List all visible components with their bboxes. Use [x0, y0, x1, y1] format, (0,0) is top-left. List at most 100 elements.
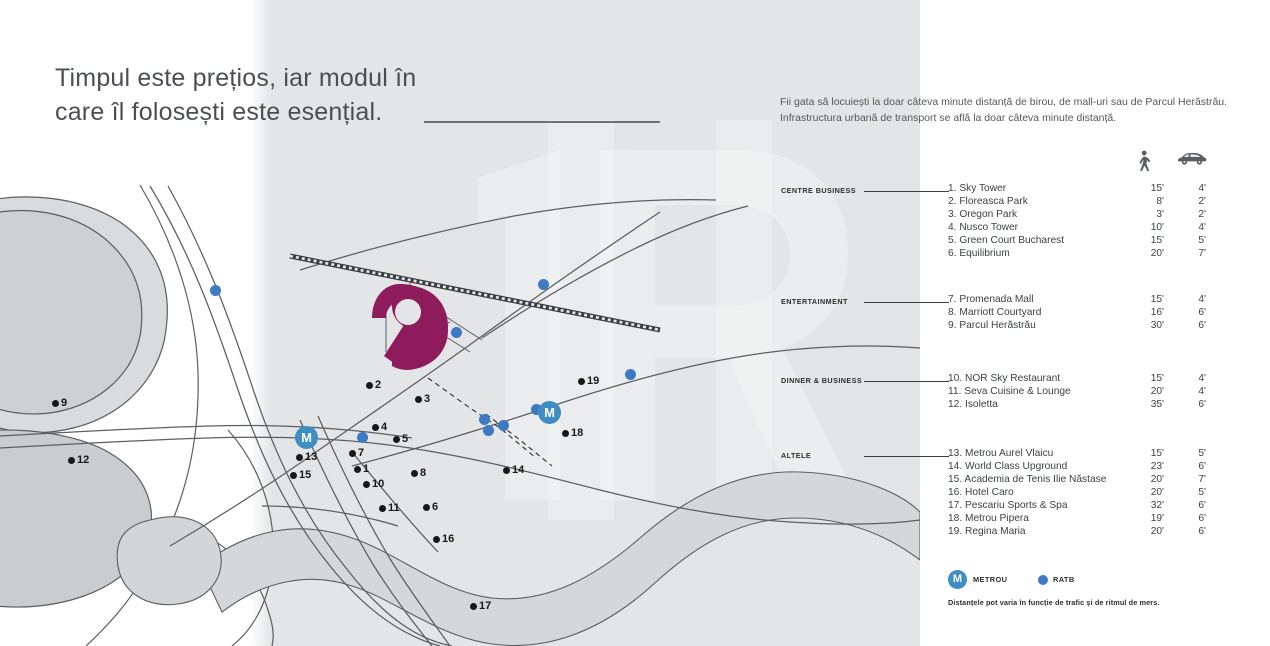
poi-walk-time: 20'	[1150, 248, 1164, 259]
poi-name: 2. Floreasca Park	[948, 196, 1028, 207]
poi-marker-dot	[423, 504, 430, 511]
poi-car-time: 6'	[1198, 461, 1206, 472]
poi-walk-time: 15'	[1150, 183, 1164, 194]
ratb-stop-marker[interactable]	[531, 404, 542, 415]
poi-name: 10. NOR Sky Restaurant	[948, 373, 1061, 384]
ratb-stop-marker[interactable]	[479, 414, 490, 425]
poi-name: 6. Equilibrium	[948, 248, 1010, 259]
poi-car-time: 4'	[1198, 294, 1206, 305]
poi-marker-number: 19	[587, 375, 600, 387]
poi-section-label: ALTELE	[781, 451, 812, 460]
ratb-stop-marker[interactable]	[483, 425, 494, 436]
poi-walk-time: 20'	[1150, 474, 1164, 485]
poi-section-label: ENTERTAINMENT	[781, 297, 848, 306]
poi-marker-number: 9	[61, 397, 68, 409]
legend-note: Distanțele pot varia în funcție de trafi…	[948, 598, 1160, 607]
poi-section-rule	[864, 302, 949, 303]
ratb-stop-marker[interactable]	[498, 420, 509, 431]
poi-marker-dot	[379, 505, 386, 512]
poi-walk-time: 8'	[1156, 196, 1164, 207]
poi-name: 16. Hotel Caro	[948, 487, 1014, 498]
legend-ratb-label: RATB	[1053, 575, 1075, 584]
poi-walk-time: 15'	[1150, 448, 1164, 459]
poi-car-time: 4'	[1198, 183, 1206, 194]
headline-rule	[424, 121, 660, 123]
poi-car-time: 6'	[1198, 526, 1206, 537]
metro-icon: M	[948, 570, 967, 589]
poi-marker-dot	[433, 536, 440, 543]
poi-walk-time: 16'	[1150, 307, 1164, 318]
poi-name: 7. Promenada Mall	[948, 294, 1034, 305]
poi-marker-dot	[393, 436, 400, 443]
poi-walk-time: 23'	[1150, 461, 1164, 472]
poi-section-rule	[864, 456, 949, 457]
poi-row: 11. Seva Cuisine & Lounge 20' 4'	[948, 385, 1248, 398]
poi-car-time: 6'	[1198, 513, 1206, 524]
poi-name: 17. Pescariu Sports & Spa	[948, 500, 1068, 511]
poi-walk-time: 20'	[1150, 386, 1164, 397]
metro-station-marker[interactable]: M	[295, 426, 318, 449]
poi-name: 19. Regina Maria	[948, 526, 1026, 537]
poi-name: 4. Nusco Tower	[948, 222, 1019, 233]
poi-walk-time: 35'	[1150, 399, 1164, 410]
poi-marker-dot	[578, 378, 585, 385]
ratb-stop-marker[interactable]	[357, 432, 368, 443]
poi-section-label: CENTRE BUSINESS	[781, 186, 857, 195]
poi-row: 19. Regina Maria 20' 6'	[948, 525, 1248, 538]
poi-name: 5. Green Court Bucharest	[948, 235, 1065, 246]
poi-marker-dot	[52, 400, 59, 407]
ratb-stop-marker[interactable]	[538, 279, 549, 290]
ratb-stop-marker[interactable]	[451, 327, 462, 338]
poi-car-time: 6'	[1198, 307, 1206, 318]
ratb-stop-marker[interactable]	[625, 369, 636, 380]
poi-walk-time: 15'	[1150, 294, 1164, 305]
poi-marker-number: 17	[479, 600, 492, 612]
poi-walk-time: 19'	[1150, 513, 1164, 524]
poi-walk-time: 32'	[1150, 500, 1164, 511]
info-panel: Fii gata să locuiești la doar câteva min…	[780, 0, 1270, 646]
poi-marker-dot	[366, 382, 373, 389]
watermark-logo	[478, 150, 858, 500]
poi-car-time: 6'	[1198, 320, 1206, 331]
poi-name: 14. World Class Upground	[948, 461, 1068, 472]
poi-row: 7. Promenada Mall 15' 4'	[948, 293, 1248, 306]
poi-marker-number: 13	[305, 451, 318, 463]
poi-marker-number: 1	[363, 463, 370, 475]
poi-car-time: 4'	[1198, 386, 1206, 397]
poi-marker-number: 14	[512, 464, 525, 476]
poi-marker-number: 11	[388, 502, 400, 514]
poi-walk-time: 20'	[1150, 526, 1164, 537]
poi-marker-dot	[415, 396, 422, 403]
poi-name: 13. Metrou Aurel Vlaicu	[948, 448, 1054, 459]
poi-name: 11. Seva Cuisine & Lounge	[948, 386, 1071, 397]
poi-walk-time: 15'	[1150, 235, 1164, 246]
metro-station-marker[interactable]: M	[538, 401, 561, 424]
poi-walk-time: 20'	[1150, 487, 1164, 498]
legend-metro-label: METROU	[973, 575, 1008, 584]
ratb-stop-marker[interactable]	[210, 285, 221, 296]
poi-name: 12. Isoletta	[948, 399, 998, 410]
poi-marker-number: 16	[442, 533, 455, 545]
poi-car-time: 2'	[1198, 196, 1206, 207]
poi-marker-dot	[354, 466, 361, 473]
poi-name: 9. Parcul Herăstrău	[948, 320, 1036, 331]
poi-marker-number: 10	[372, 478, 385, 490]
poi-section-rule	[864, 191, 949, 192]
poi-marker-number: 6	[432, 501, 439, 513]
ratb-icon	[1038, 575, 1048, 585]
poi-section-label: DINNER & BUSINESS	[781, 376, 863, 385]
poi-walk-time: 3'	[1156, 209, 1164, 220]
